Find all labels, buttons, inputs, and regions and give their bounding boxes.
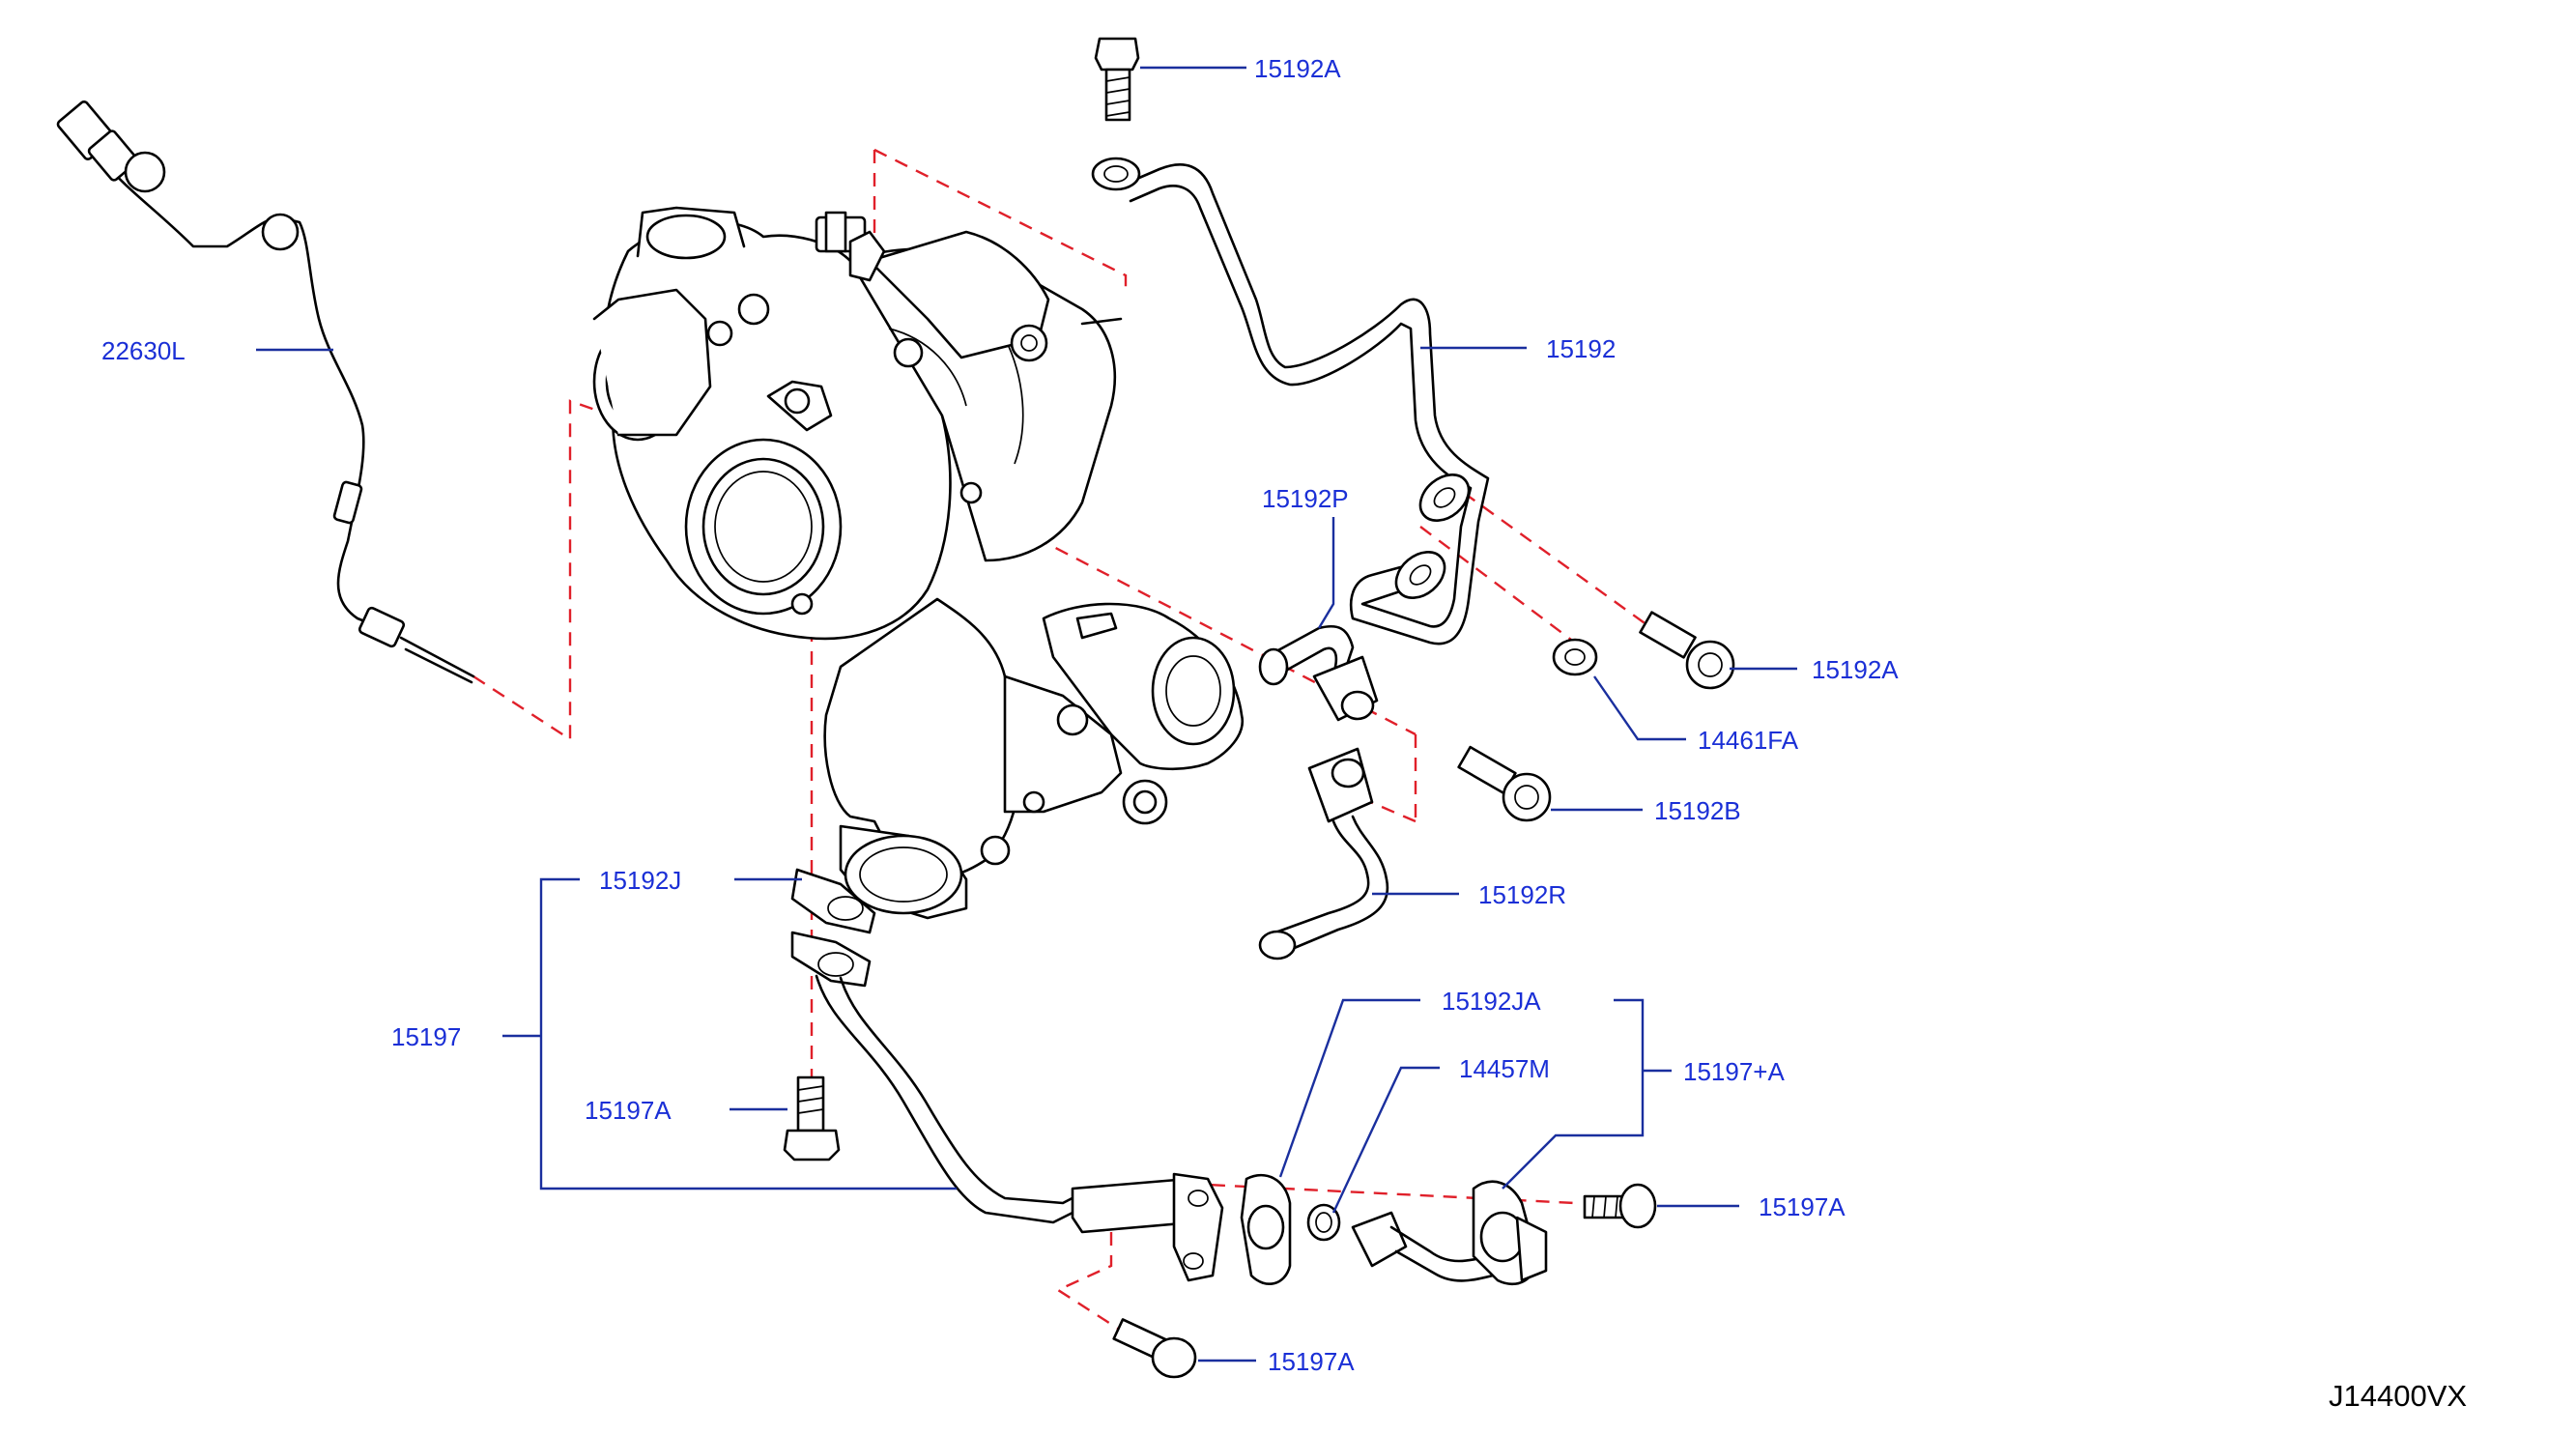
bolt-15197A-right[interactable]: [1583, 1183, 1657, 1229]
oil-return-hose-15192R[interactable]: [1258, 747, 1389, 961]
o-ring-14457M[interactable]: [1306, 1203, 1341, 1242]
gasket-15192JA[interactable]: [1240, 1173, 1292, 1285]
gasket-15192J[interactable]: [790, 868, 876, 934]
callout-15197A-left[interactable]: 15197A: [585, 1096, 672, 1125]
bolt-15197A-bottom[interactable]: [1112, 1318, 1197, 1379]
callout-15197A-right[interactable]: 15197A: [1759, 1192, 1846, 1221]
oil-return-pipe-15197[interactable]: [790, 931, 1224, 1282]
callout-labels: 15192A 15192 22630L 15192P 15192A 14461F…: [101, 54, 2467, 1413]
callout-15192[interactable]: 15192: [1546, 334, 1616, 363]
callout-15197[interactable]: 15197: [391, 1022, 461, 1051]
leader-lines: [256, 66, 1797, 1362]
callout-15192R[interactable]: 15192R: [1478, 880, 1566, 909]
banjo-bolt-15192B[interactable]: [1457, 745, 1552, 822]
bolt-15197A-left[interactable]: [783, 1076, 841, 1162]
oil-return-fitting-15192P[interactable]: [1258, 624, 1379, 722]
exhaust-temperature-sensor-22630L[interactable]: [56, 100, 475, 684]
diagram-code: J14400VX: [2329, 1379, 2467, 1413]
callout-15192JA[interactable]: 15192JA: [1442, 987, 1541, 1016]
callout-14461FA[interactable]: 14461FA: [1698, 726, 1799, 755]
banjo-bolt-15192A-top[interactable]: [1094, 37, 1140, 122]
callout-15192P[interactable]: 15192P: [1262, 484, 1349, 513]
callout-15192A-top[interactable]: 15192A: [1254, 54, 1341, 83]
washer-14461FA[interactable]: [1552, 638, 1598, 676]
oil-feed-tube-15192[interactable]: [1091, 157, 1490, 645]
callout-15192A-right[interactable]: 15192A: [1812, 655, 1899, 684]
callout-15192B[interactable]: 15192B: [1654, 796, 1741, 825]
banjo-bolt-15192A-right[interactable]: [1639, 611, 1735, 690]
turbocharger-assembly[interactable]: [592, 206, 1245, 920]
oil-return-pipe-15197-plus-A[interactable]: [1351, 1180, 1548, 1286]
callout-22630L[interactable]: 22630L: [101, 336, 186, 365]
callout-15197A-bottom[interactable]: 15197A: [1268, 1347, 1355, 1376]
callout-15192J[interactable]: 15192J: [599, 866, 681, 895]
callout-14457M[interactable]: 14457M: [1459, 1054, 1550, 1083]
callout-15197-plus-A[interactable]: 15197+A: [1683, 1057, 1785, 1086]
